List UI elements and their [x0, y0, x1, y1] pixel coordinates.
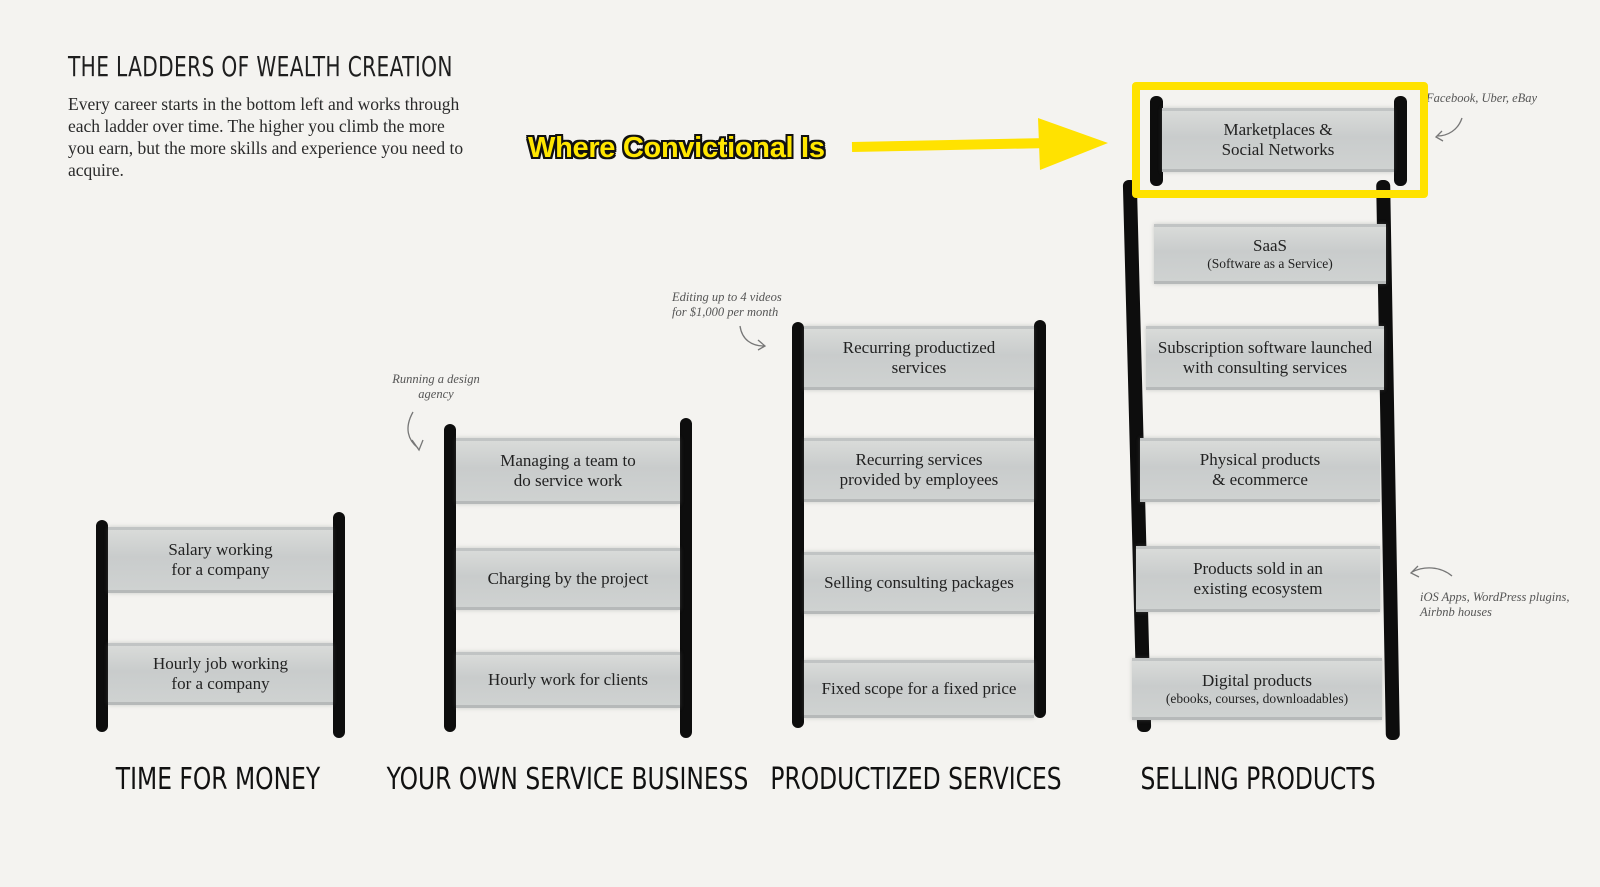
- arrow-note-ios-icon: [1411, 566, 1452, 577]
- arrow-note-design-agency-icon: [408, 412, 423, 450]
- arrow-note-facebook-icon: [1436, 118, 1462, 141]
- arrow-note-video-icon: [740, 326, 765, 350]
- callout-arrow-icon: [852, 118, 1108, 170]
